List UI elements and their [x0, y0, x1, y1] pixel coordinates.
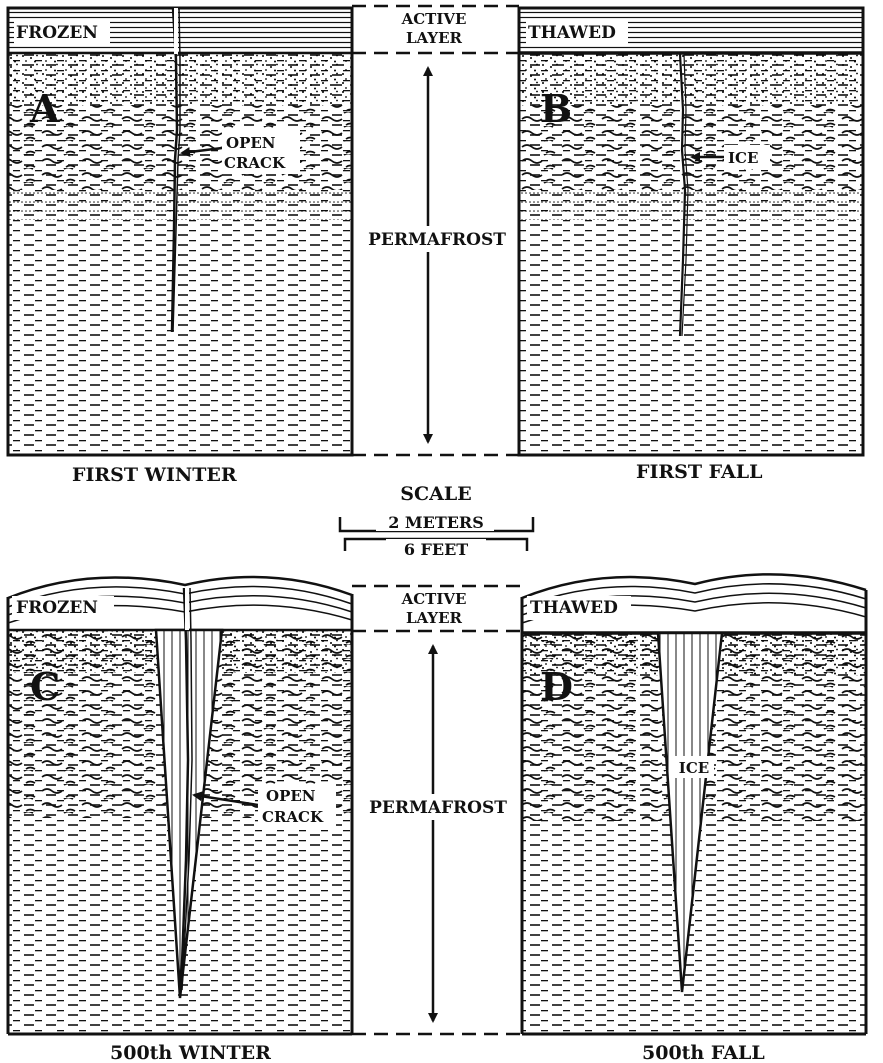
panel-d: THAWED D ICE 500th FALL [520, 573, 868, 1063]
active-layer-label-line-2: LAYER [406, 609, 463, 627]
panel-a: FROZEN A OPEN CRACK FIRST WINTER [6, 6, 354, 486]
scale-imperial: 6 FEET [404, 540, 468, 559]
surface-label: THAWED [528, 23, 616, 43]
middle-top: ACTIVE LAYER PERMAFROST [352, 4, 519, 457]
scale-bar: SCALE 2 METERS 6 FEET [338, 483, 535, 559]
surface-label: FROZEN [16, 23, 98, 43]
panel-caption: 500th WINTER [110, 1042, 271, 1063]
arrow-label-line-1: ICE [728, 149, 758, 167]
surface-label: THAWED [530, 598, 618, 618]
scale-metric: 2 METERS [388, 513, 484, 532]
panel-letter: B [540, 86, 572, 131]
panel-caption: 500th FALL [642, 1042, 765, 1063]
pointer-arrow [180, 146, 223, 157]
wedge-label: ICE [679, 759, 709, 777]
scale-title: SCALE [400, 483, 471, 505]
panel-caption: FIRST FALL [636, 461, 762, 483]
pointer-arrow [192, 791, 259, 807]
surface-label: FROZEN [16, 598, 98, 618]
panel-letter: C [30, 664, 60, 709]
active-layer-label-line-1: ACTIVE [401, 590, 467, 608]
arrow-label-line-2: CRACK [224, 154, 286, 172]
arrow-label-line-1: OPEN [226, 134, 276, 152]
panel-letter: A [29, 86, 60, 131]
arrow-label-line-2: CRACK [262, 808, 324, 826]
arrow-label-line-1: OPEN [266, 787, 316, 805]
permafrost-label: PERMAFROST [369, 798, 507, 818]
panel-caption: FIRST WINTER [72, 464, 237, 486]
panel-b: THAWED B ICE FIRST FALL [517, 6, 865, 483]
active-layer-label-line-1: ACTIVE [401, 10, 467, 28]
active-layer-label-line-2: LAYER [406, 29, 463, 47]
panel-c: FROZEN C OPEN CRACK 500th WINTER [6, 575, 354, 1063]
ice-vein [678, 53, 687, 337]
permafrost-label: PERMAFROST [368, 230, 506, 250]
panel-letter: D [540, 664, 573, 709]
middle-bottom: ACTIVE LAYER PERMAFROST [352, 584, 522, 1036]
